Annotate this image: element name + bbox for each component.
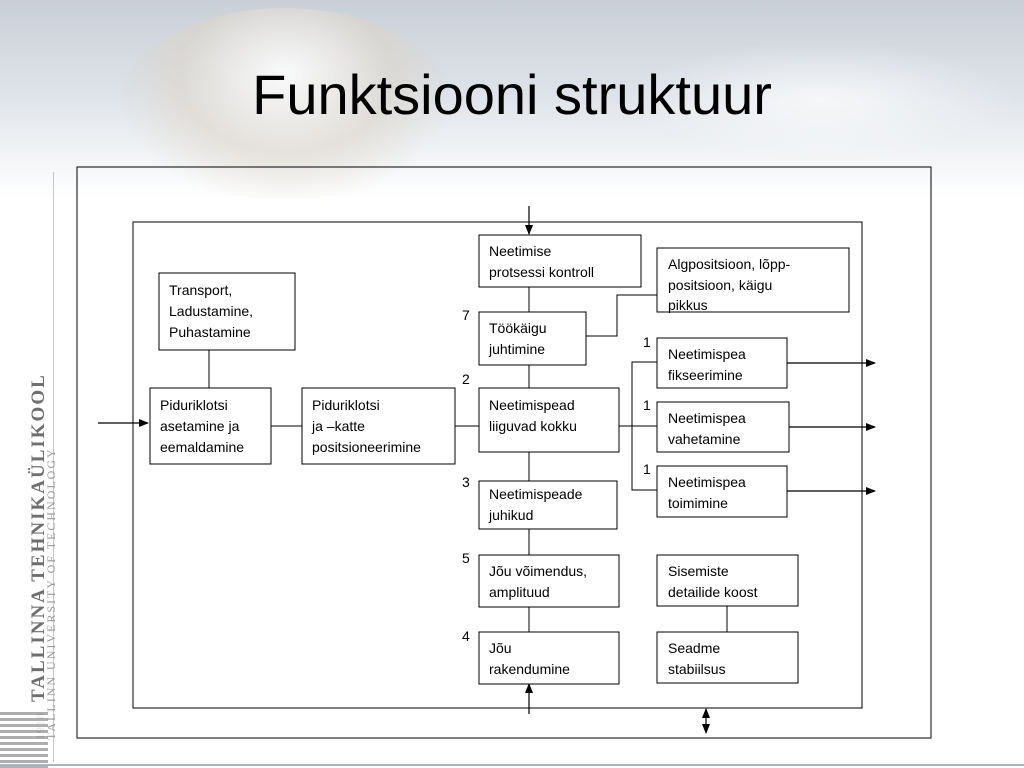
- box-algpositsioon-line-1: Algpositsioon, lõpp-: [668, 256, 791, 272]
- svg-text:Neetimise protsessi ko: Neetimise protsessi kontroll: [489, 243, 594, 280]
- box-fikseerimine-line-2: fikseerimine: [668, 367, 743, 383]
- number-label-7: 7: [462, 307, 470, 323]
- svg-text:Piduriklotsi asetamine: Piduriklotsi asetamine ja eemaldamine: [160, 397, 244, 455]
- box-voimendus: Jõu võimendus, amplituud: [478, 554, 620, 608]
- box-sisemiste-line-2: detailide koost: [668, 584, 758, 600]
- box-sisemiste-line-1: Sisemiste: [668, 563, 729, 579]
- box-transport-line-2: Ladustamine,: [169, 303, 253, 319]
- connector-lines: [208, 287, 728, 632]
- box-rakendumine: Jõu rakendumine: [478, 631, 620, 685]
- number-label-1-vahetamine: 1: [643, 397, 651, 413]
- box-tookaigu-line-1: Töökäigu: [489, 320, 547, 336]
- svg-text:Jõu võimendus, amplitu: Jõu võimendus, amplituud: [489, 563, 591, 600]
- svg-text:Algpositsioon, lõpp- p: Algpositsioon, lõpp- positsioon, käigu p…: [668, 256, 794, 313]
- box-fikseerimine: Neetimispea fikseerimine: [656, 337, 788, 389]
- number-label-1-fikseerimine: 1: [643, 334, 651, 350]
- box-juhikud-line-1: Neetimispeade: [489, 486, 583, 502]
- svg-text:Neetimispea vahetamine: Neetimispea vahetamine: [668, 410, 750, 447]
- box-transport-line-1: Transport,: [169, 282, 232, 298]
- box-fikseerimine-line-1: Neetimispea: [668, 346, 746, 362]
- sidebar-divider: [53, 172, 54, 762]
- number-label-1-toimimine: 1: [643, 461, 651, 477]
- svg-text:Töökäigu juhtimine: Töökäigu juhtimine: [488, 320, 550, 357]
- box-positsioneerimine-line-1: Piduriklotsi: [312, 397, 380, 413]
- box-vahetamine: Neetimispea vahetamine: [656, 401, 790, 453]
- university-logo-stripes: [0, 712, 48, 768]
- function-number-labels: 7 2 3 5 4 1 1 1: [462, 307, 651, 644]
- box-tookaigu: Töökäigu juhtimine: [478, 311, 587, 366]
- box-sisemiste: Sisemiste detailide koost: [656, 554, 799, 607]
- svg-text:Neetimispea toimimine: Neetimispea toimimine: [668, 474, 750, 511]
- box-asetamine-line-1: Piduriklotsi: [160, 397, 228, 413]
- box-juhikud: Neetimispeade juhikud: [478, 480, 618, 530]
- box-tookaigu-line-2: juhtimine: [488, 341, 545, 357]
- connector-fikseerimine-toimimine: [631, 361, 657, 491]
- svg-text:Neetimispeade juhikud: Neetimispeade juhikud: [488, 486, 586, 523]
- box-asetamine: Piduriklotsi asetamine ja eemaldamine: [149, 387, 272, 465]
- box-rakendumine-line-1: Jõu: [489, 640, 512, 656]
- box-transport-line-3: Puhastamine: [169, 324, 251, 340]
- number-label-3: 3: [462, 474, 470, 490]
- box-kontroll-line-2: protsessi kontroll: [489, 264, 594, 280]
- box-asetamine-line-2: asetamine ja: [160, 418, 240, 434]
- number-label-4: 4: [462, 628, 470, 644]
- svg-text:Neetimispead liiguvad: Neetimispead liiguvad kokku: [489, 397, 579, 434]
- svg-text:Transport, Ladustamine: Transport, Ladustamine, Puhastamine: [169, 282, 257, 340]
- box-juhikud-line-2: juhikud: [488, 507, 533, 523]
- system-boundary: [132, 221, 863, 709]
- svg-text:Sisemiste detailide ko: Sisemiste detailide koost: [668, 563, 758, 600]
- box-transport: Transport, Ladustamine, Puhastamine: [158, 272, 296, 351]
- diagram-boxes: Transport, Ladustamine, Puhastamine Pidu…: [149, 234, 850, 685]
- box-kontroll-line-1: Neetimise: [489, 243, 551, 259]
- box-algpositsioon-line-2: positsioon, käigu: [668, 277, 772, 293]
- box-positsioneerimine-line-2: ja –katte: [311, 418, 365, 434]
- svg-text:Seadme stabiilsus: Seadme stabiilsus: [668, 640, 726, 677]
- box-toimimine-line-1: Neetimispea: [668, 474, 746, 490]
- box-toimimine: Neetimispea toimimine: [656, 465, 788, 518]
- box-kontroll: Neetimise protsessi kontroll: [478, 234, 642, 288]
- svg-text:Jõu rakendumine: Jõu rakendumine: [489, 640, 570, 677]
- box-vahetamine-line-2: vahetamine: [668, 431, 741, 447]
- svg-text:Neetimispea fikseerimi: Neetimispea fikseerimine: [668, 346, 750, 383]
- box-vahetamine-line-1: Neetimispea: [668, 410, 746, 426]
- box-liiguvad-line-2: liiguvad kokku: [489, 418, 577, 434]
- svg-text:Piduriklotsi ja –katt: Piduriklotsi ja –katte positsioneerimine: [311, 397, 421, 455]
- box-liiguvad-line-1: Neetimispead: [489, 397, 575, 413]
- box-voimendus-line-1: Jõu võimendus,: [489, 563, 587, 579]
- box-positsioneerimine-line-3: positsioneerimine: [312, 439, 421, 455]
- header-cloud-image: [620, 40, 1020, 160]
- box-stabiilsus-line-2: stabiilsus: [668, 661, 726, 677]
- box-toimimine-line-2: toimimine: [668, 495, 728, 511]
- box-voimendus-line-2: amplituud: [489, 584, 550, 600]
- number-label-2: 2: [462, 371, 470, 387]
- flow-arrows: [98, 206, 876, 734]
- box-liiguvad: Neetimispead liiguvad kokku: [478, 387, 620, 453]
- slide-title: Funktsiooni struktuur: [252, 63, 772, 126]
- box-positsioneerimine: Piduriklotsi ja –katte positsioneerimine: [301, 387, 456, 465]
- box-asetamine-line-3: eemaldamine: [160, 439, 244, 455]
- outer-frame: [76, 166, 932, 739]
- header-sculpture-image: [120, 8, 450, 198]
- connector-tookaigu-algpositsioon: [586, 294, 657, 337]
- box-rakendumine-line-2: rakendumine: [489, 661, 570, 677]
- box-stabiilsus-line-1: Seadme: [668, 640, 720, 656]
- number-label-5: 5: [462, 550, 470, 566]
- footer-line: [0, 764, 1024, 766]
- box-algpositsioon-line-3: pikkus: [668, 297, 708, 313]
- box-stabiilsus: Seadme stabiilsus: [656, 631, 799, 684]
- box-algpositsioon: Algpositsioon, lõpp- positsioon, käigu p…: [656, 247, 850, 313]
